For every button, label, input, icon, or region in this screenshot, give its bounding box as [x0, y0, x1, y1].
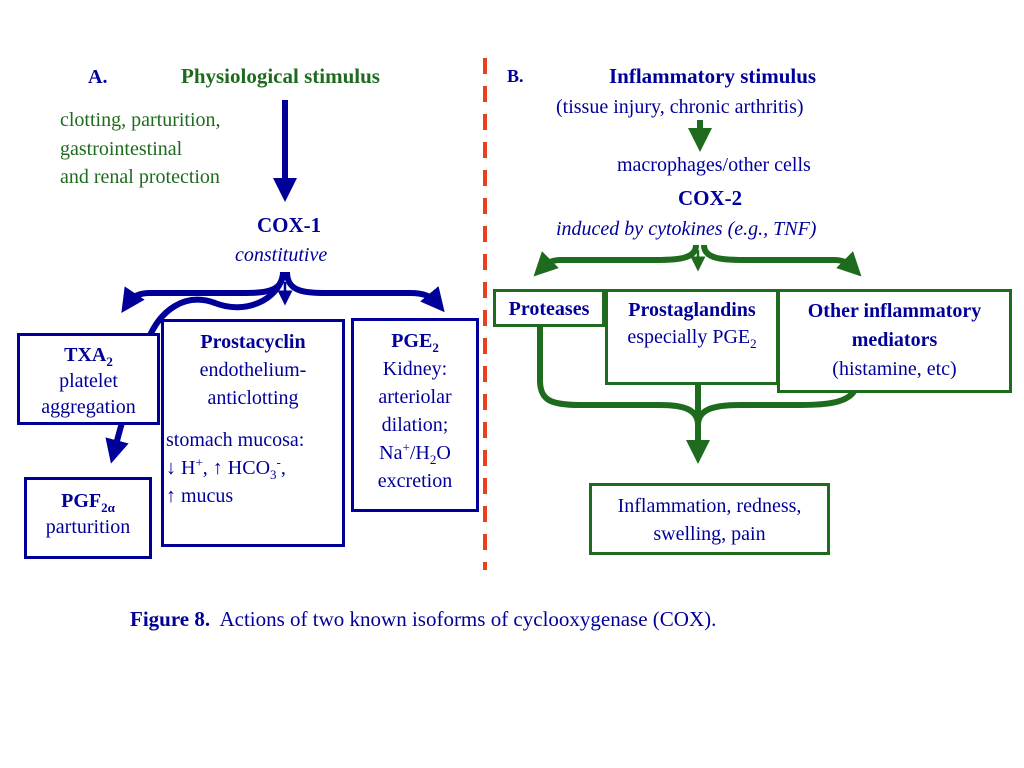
pge2-ions: Na+/H2O	[379, 439, 451, 467]
brace-cox2-left	[533, 244, 699, 277]
txa2-title: TXA2	[64, 344, 113, 369]
caption-label: Figure 8.	[130, 607, 211, 631]
txa2-line: aggregation	[41, 396, 136, 418]
other-mediators-line: Other inflammatory	[807, 300, 982, 322]
mucosa-ions: ↓ H+, ↑ HCO3-,	[166, 454, 286, 482]
panel-a-label: A.	[88, 66, 108, 88]
outcome-line: Inflammation, redness,	[617, 495, 802, 517]
prostacyclin-title: Prostacyclin	[200, 331, 306, 353]
function-line: gastrointestinal	[60, 137, 183, 160]
pge2-line: excretion	[377, 470, 453, 492]
merge-proteases	[537, 325, 701, 426]
prostaglandins-box: Prostaglandins especially PGE2	[605, 289, 779, 385]
pge2-title: PGE2	[391, 330, 439, 355]
panel-b-label: B.	[507, 66, 524, 86]
txa2-box: TXA2 platelet aggregation	[17, 333, 160, 425]
cox1-constitutive: constitutive	[235, 244, 328, 266]
other-mediators-box: Other inflammatory mediators (histamine,…	[777, 289, 1012, 393]
macrophages-label: macrophages/other cells	[617, 154, 811, 176]
pge2-line: arteriolar	[378, 386, 452, 408]
caption-text: Actions of two known isoforms of cycloox…	[219, 607, 717, 631]
inflammatory-stimulus-title: Inflammatory stimulus	[609, 64, 817, 88]
pgf2a-box: PGF2α parturition	[24, 477, 152, 559]
proteases-box: Proteases	[493, 289, 605, 327]
txa2-line: platelet	[59, 370, 118, 392]
other-mediators-detail: (histamine, etc)	[832, 358, 957, 380]
prostacyclin-box: Prostacyclin endothelium- anticlotting s…	[161, 319, 345, 547]
inflammatory-stimulus-detail: (tissue injury, chronic arthritis)	[556, 96, 804, 118]
function-line: clotting, parturition,	[60, 109, 221, 131]
other-mediators-line: mediators	[851, 329, 938, 351]
physiological-stimulus-title: Physiological stimulus	[181, 64, 380, 88]
inflammation-outcome-box: Inflammation, redness, swelling, pain	[589, 483, 830, 555]
physiological-functions: clotting, parturition, gastrointestinal …	[60, 106, 221, 192]
prostaglandins-title: Prostaglandins	[628, 299, 756, 321]
prostacyclin-line: anticlotting	[207, 387, 299, 409]
panel-divider	[483, 58, 487, 570]
figure-caption: Figure 8. Actions of two known isoforms …	[130, 607, 716, 632]
brace-cox1-right	[284, 271, 445, 313]
pge2-line: dilation;	[381, 414, 449, 436]
proteases-label: Proteases	[508, 298, 590, 320]
brace-cox2-right	[701, 244, 862, 277]
cox2-induction: induced by cytokines (e.g., TNF)	[556, 218, 817, 240]
pge2-line: Kidney:	[382, 358, 448, 380]
prostacyclin-line: endothelium-	[199, 359, 307, 381]
cox1-title: COX-1	[257, 213, 322, 237]
mucosa-mucus: ↑ mucus	[166, 485, 234, 507]
prostaglandins-detail: especially PGE2	[627, 326, 757, 351]
merge-other	[695, 388, 858, 426]
pge2-box: PGE2 Kidney: arteriolar dilation; Na+/H2…	[351, 318, 479, 512]
pgf2a-line: parturition	[45, 516, 131, 538]
function-line: and renal protection	[60, 166, 220, 188]
pgf2a-title: PGF2α	[61, 490, 115, 515]
cox2-title: COX-2	[678, 186, 743, 210]
outcome-line: swelling, pain	[653, 523, 766, 545]
stomach-mucosa-label: stomach mucosa:	[166, 429, 305, 451]
